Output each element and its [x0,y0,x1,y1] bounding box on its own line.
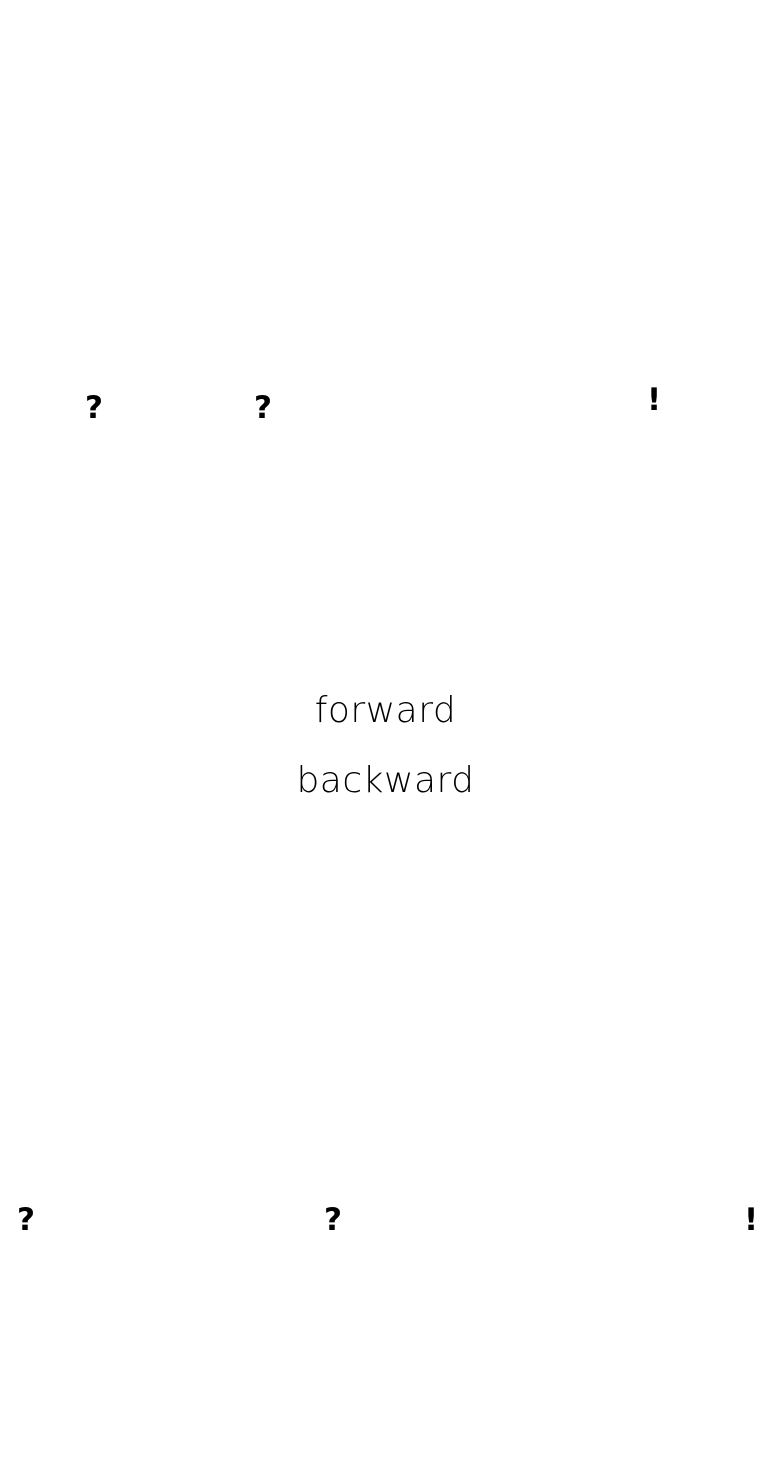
question-mark-hotspot[interactable]: ? [324,1202,342,1238]
question-mark-hotspot[interactable]: ? [85,390,103,426]
question-mark-hotspot[interactable]: ? [17,1202,35,1238]
backward-option[interactable]: backward [296,760,475,801]
exclamation-mark-hotspot[interactable]: ! [744,1202,759,1238]
forward-option[interactable]: forward [314,690,457,731]
exclamation-mark-hotspot[interactable]: ! [647,382,662,418]
question-mark-hotspot[interactable]: ? [254,390,272,426]
